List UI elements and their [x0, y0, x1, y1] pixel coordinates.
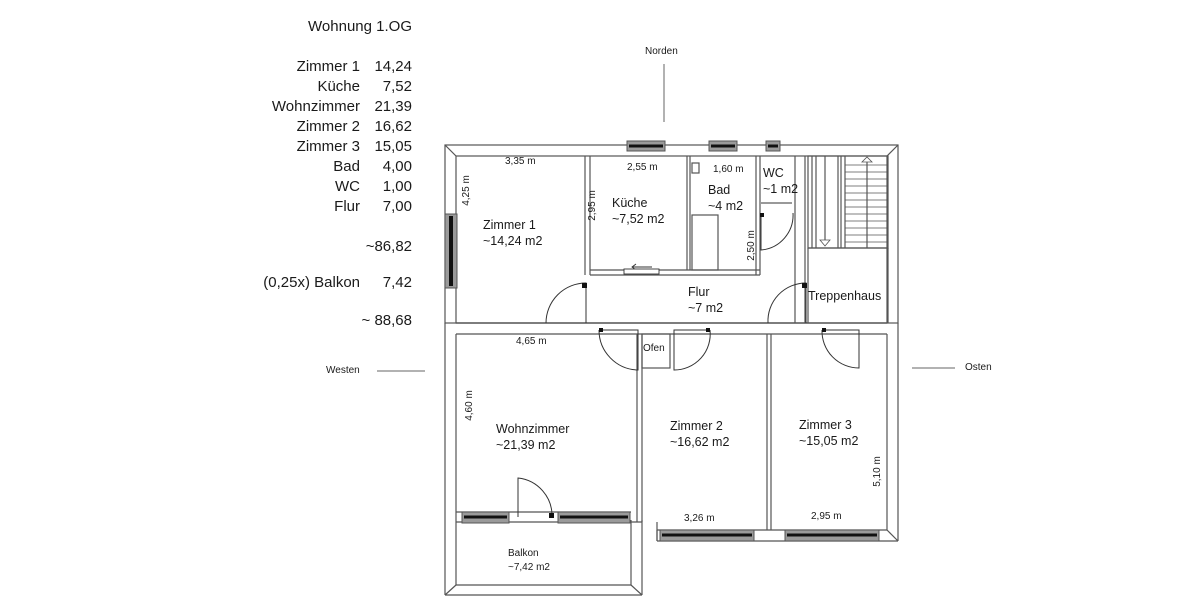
apartment-title: Wohnung 1.OG — [308, 18, 412, 35]
dim-kueche-height: 2,95 m — [586, 190, 598, 221]
dim-bad-width: 1,60 m — [713, 164, 744, 175]
room-wc-name: WC — [763, 166, 784, 180]
doors — [517, 202, 860, 518]
summary-subtotal: ~86,82 — [365, 238, 412, 255]
room-zimmer3-area: ~15,05 m2 — [799, 434, 859, 448]
room-wc-area: ~1 m2 — [763, 182, 799, 196]
dim-zimmer1-height: 4,25 m — [460, 175, 472, 206]
room-treppenhaus-name: Treppenhaus — [808, 289, 882, 303]
compass-west: Westen — [326, 365, 360, 376]
room-ofen-label: Ofen — [643, 343, 665, 354]
room-flur-name: Flur — [688, 285, 710, 299]
dim-zimmer1-width: 3,35 m — [505, 156, 536, 167]
dim-zimmer3-height: 5,10 m — [871, 456, 883, 487]
dim-wohnzimmer-width: 4,65 m — [516, 336, 547, 347]
room-zimmer2-area: ~16,62 m2 — [670, 435, 730, 449]
room-zimmer1-area: ~14,24 m2 — [483, 234, 543, 248]
room-zimmer2-name: Zimmer 2 — [670, 419, 723, 433]
room-wohnzimmer-area: ~21,39 m2 — [496, 438, 556, 452]
room-kueche-name: Küche — [612, 196, 648, 210]
dim-kueche-width: 2,55 m — [627, 162, 658, 173]
room-flur-area: ~7 m2 — [688, 301, 724, 315]
room-zimmer3-name: Zimmer 3 — [799, 418, 852, 432]
summary-total: ~ 88,68 — [361, 312, 412, 329]
dim-bad-height: 2,50 m — [745, 230, 757, 261]
compass-east: Osten — [965, 362, 992, 373]
room-zimmer1-name: Zimmer 1 — [483, 218, 536, 232]
room-bad-area: ~4 m2 — [708, 199, 744, 213]
dim-zimmer2-width: 3,26 m — [684, 513, 715, 524]
windows — [444, 140, 880, 542]
room-balkon-name: Balkon — [508, 548, 539, 559]
room-balkon-area: ~7,42 m2 — [508, 562, 550, 573]
compass-north: Norden — [645, 46, 678, 57]
dim-zimmer3-width: 2,95 m — [811, 511, 842, 522]
room-wohnzimmer-name: Wohnzimmer — [496, 422, 570, 436]
room-kueche-area: ~7,52 m2 — [612, 212, 665, 226]
room-bad-name: Bad — [708, 183, 731, 197]
dim-wohnzimmer-height: 4,60 m — [463, 390, 475, 421]
